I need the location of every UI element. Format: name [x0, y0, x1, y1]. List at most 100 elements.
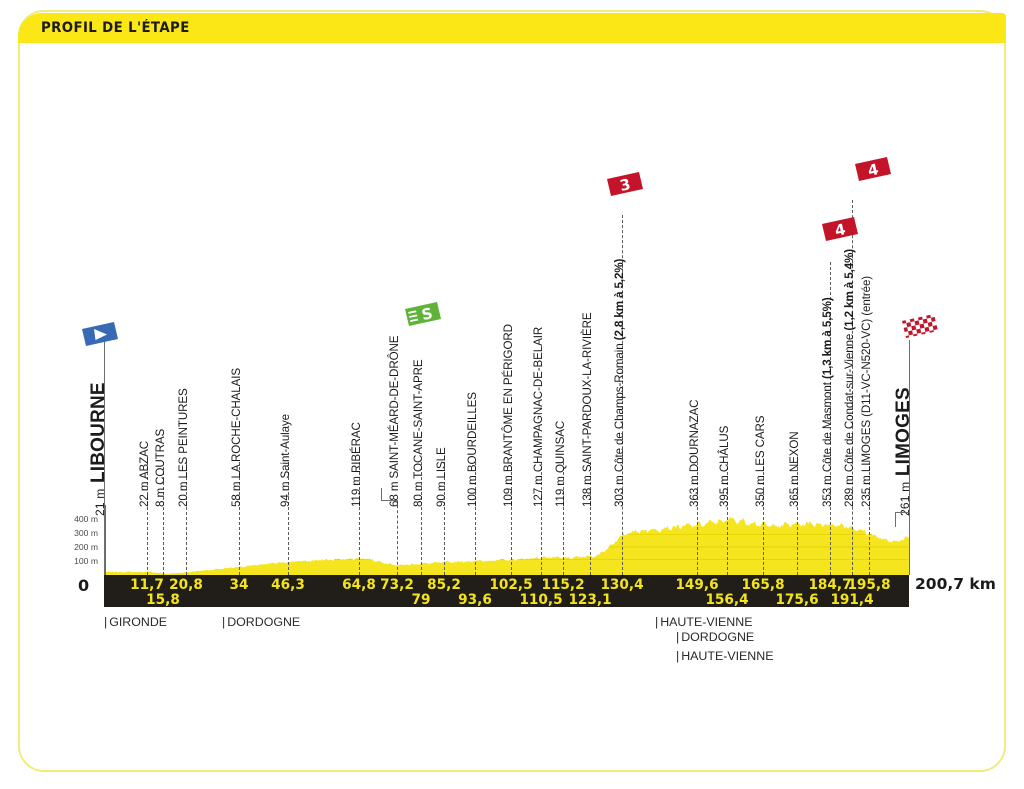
checker-cell [913, 316, 919, 322]
distance-label: 73,2 [380, 577, 414, 593]
point-label: 363 m DOURNAZAC [688, 399, 701, 507]
point-label: 90 m LISLE [435, 447, 448, 507]
speed-line [410, 318, 419, 322]
checker-cell [920, 327, 926, 333]
distance-label: 191,4 [830, 592, 874, 608]
point-guide-line [909, 340, 910, 575]
y-axis-line [104, 505, 106, 575]
point-label: 119 m RIBÉRAC [350, 422, 363, 507]
distance-label: 15,8 [146, 592, 180, 608]
point-label: 350 m LES CARS [754, 415, 767, 507]
point-guide-line [852, 200, 853, 575]
point-guide-line [147, 462, 148, 575]
point-label: 100 m BOURDEILLES [466, 392, 479, 507]
point-guide-line [359, 462, 360, 575]
region-name: HAUTE-VIENNE [660, 615, 753, 629]
distance-label: 20,8 [169, 577, 203, 593]
point-altitude: 261 m [898, 481, 912, 516]
header-bar: PROFIL DE L'ÉTAPE [18, 13, 1006, 43]
point-label: 289 m Côte de Condat-sur-Vienne (1,2 km … [843, 249, 856, 507]
point-label: 395 m CHÂLUS [718, 425, 731, 507]
sprint-bracket [381, 488, 398, 501]
climb-cat4-masmont-flag: 4 [820, 215, 860, 250]
checker-cell [926, 317, 932, 323]
point-label: 22 m ABZAC [138, 440, 151, 507]
finish-flag [900, 312, 940, 347]
distance-label: 195,8 [847, 577, 891, 593]
region-label: |DORDOGNE [222, 615, 300, 629]
distance-label: 149,6 [675, 577, 719, 593]
region-name: DORDOGNE [681, 630, 755, 644]
region-label: |HAUTE-VIENNE [655, 615, 752, 629]
point-guide-line [541, 462, 542, 575]
y-axis-ticks: 400 m 300 m 200 m 100 m [46, 505, 98, 575]
point-guide-line [186, 462, 187, 575]
y-axis-tick: 100 m [74, 556, 98, 566]
distance-label: 34 [229, 577, 249, 593]
checker-cell [915, 324, 921, 330]
sprint-flag: S [403, 300, 443, 335]
distance-label: 184,7 [808, 577, 852, 593]
point-guide-line [475, 462, 476, 575]
distance-label: 156,4 [705, 592, 749, 608]
point-label: 80 m TOCANE-SAINT-APRE [412, 359, 425, 507]
y-axis-tick: 300 m [74, 528, 98, 538]
point-label: 21 m LIBOURNE [88, 382, 110, 516]
distance-label: 85,2 [427, 577, 461, 593]
point-guide-line [763, 462, 764, 575]
climb-stats: (2,8 km à 5,2%) [613, 258, 626, 341]
distance-label: 123,1 [568, 592, 612, 608]
total-distance-label: 200,7 km [915, 575, 996, 593]
distance-label: 115,2 [541, 577, 585, 593]
point-guide-line [622, 215, 623, 575]
flag-shape [855, 157, 891, 181]
point-guide-line [239, 462, 240, 575]
point-label: 109 m BRANTÔME EN PÉRIGORD [502, 324, 515, 507]
flag-shape [607, 172, 643, 196]
play-triangle-icon [94, 329, 107, 340]
region-label: |GIRONDE [104, 615, 167, 629]
speed-line [409, 314, 418, 318]
checker-cell [910, 321, 916, 327]
climb-cat4-condat-flag: 4 [853, 155, 893, 190]
checker-cell [903, 331, 909, 337]
point-guide-line [397, 500, 398, 575]
region-tick-icon: | [676, 630, 680, 644]
point-guide-line [163, 462, 164, 575]
region-label: |DORDOGNE [676, 630, 754, 644]
checker-cell [923, 322, 929, 328]
point-label: 8 m COUTRAS [154, 428, 167, 507]
point-label: 119 m QUINSAC [554, 420, 567, 507]
region-tick-icon: | [222, 615, 226, 629]
distance-bar [104, 575, 909, 607]
y-axis-tick: 200 m [74, 542, 98, 552]
point-label: 94 m Saint-Aulaye [279, 413, 292, 507]
checker-cell [925, 330, 931, 336]
point-guide-line [444, 462, 445, 575]
checker-cell [933, 329, 939, 335]
checker-cell [928, 325, 934, 331]
checker-cell [921, 314, 927, 320]
checker-cell [912, 329, 918, 335]
y-axis-tick: 400 m [74, 514, 98, 524]
start-flag [80, 320, 120, 355]
checker-cell [907, 326, 913, 332]
climb-cat3-flag: 3 [605, 170, 645, 205]
page-title: PROFIL DE L'ÉTAPE [41, 20, 190, 36]
point-label: 365 m NEXON [788, 431, 801, 507]
point-label: 353 m Côte de Masmont (1,3 km à 5,5%) [821, 297, 834, 507]
point-guide-line [869, 462, 870, 575]
flag-glyph: S [420, 304, 434, 324]
point-guide-line [421, 462, 422, 575]
checker-cell [908, 334, 914, 340]
point-label: 68 m SAINT-MÉARD-DE-DRÔNE [388, 335, 401, 507]
region-name: HAUTE-VIENNE [681, 649, 774, 663]
checker-cell [902, 322, 908, 328]
distance-label: 11,7 [130, 577, 164, 593]
point-label: 261 m LIMOGES [893, 387, 915, 516]
distance-label: 93,6 [458, 592, 492, 608]
elevation-fill [104, 516, 909, 575]
point-label: 127 m CHAMPAGNAC-DE-BELAIR [532, 326, 545, 507]
point-guide-line [104, 340, 105, 575]
